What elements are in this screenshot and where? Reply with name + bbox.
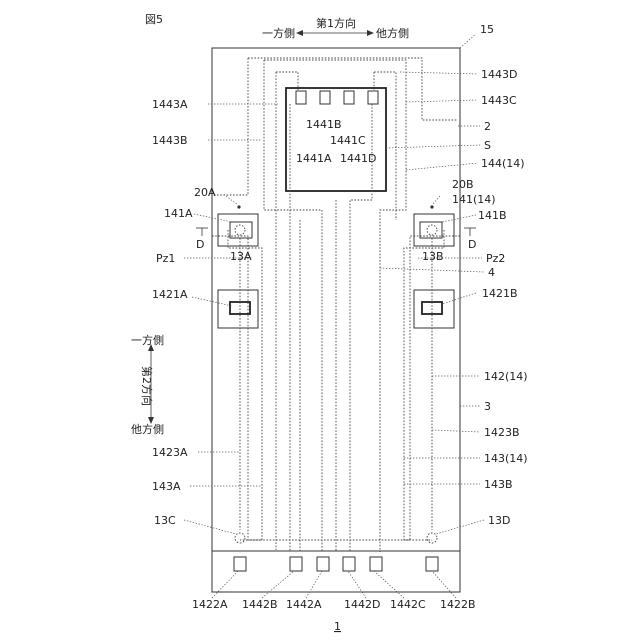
label-20A: 20A — [194, 186, 216, 199]
block-1421A-outer — [218, 290, 258, 328]
page-number: 1 — [334, 620, 341, 633]
label-1442D: 1442D — [344, 598, 380, 611]
direction2-label: 第2方向 — [140, 366, 154, 406]
label-1442C: 1442C — [390, 598, 426, 611]
label-D-left: D — [196, 238, 204, 251]
reference-labels: 15 1443D 1443A 1443C 1441B 2 1443B 1441C… — [152, 23, 528, 611]
wiring-1443D — [374, 72, 396, 220]
label-1441D: 1441D — [340, 152, 376, 165]
label-2: 2 — [484, 120, 491, 133]
terminal-1442C — [370, 557, 382, 571]
sensor-13B — [427, 225, 437, 235]
direction2-other-side: 他方側 — [131, 422, 164, 436]
direction1-one-side: 一方側 — [262, 26, 295, 40]
label-1422B: 1422B — [440, 598, 476, 611]
wiring-143A — [228, 230, 262, 540]
leader-141A — [194, 214, 232, 222]
leader-141B — [442, 215, 476, 222]
leader-1442C — [374, 571, 404, 598]
leader-1423B — [432, 430, 480, 432]
wiring-1443C — [350, 104, 372, 552]
terminal-1442B — [290, 557, 302, 571]
sensor-13A — [235, 225, 245, 235]
label-D-right: D — [468, 238, 476, 251]
direction1-label: 第1方向 — [316, 16, 356, 30]
figure-title: 図5 — [145, 13, 163, 26]
electrode-1441A — [296, 91, 306, 104]
leader-1421B — [442, 293, 476, 304]
label-S: S — [484, 139, 491, 152]
label-1441A: 1441A — [296, 152, 332, 165]
label-1421A: 1421A — [152, 288, 188, 301]
label-143B: 143B — [484, 478, 513, 491]
label-141A: 141A — [164, 207, 193, 220]
leader-1422A — [212, 571, 238, 598]
label-Pz2: Pz2 — [486, 252, 505, 265]
via-13C — [235, 533, 245, 543]
label-4: 4 — [488, 266, 495, 279]
terminal-1442D — [343, 557, 355, 571]
terminal-1442A — [317, 557, 329, 571]
block-1421B-outer — [414, 290, 454, 328]
label-20B: 20B — [452, 178, 474, 191]
label-3: 3 — [484, 400, 491, 413]
direction1-arrowhead-left — [296, 30, 303, 36]
marker-20A — [237, 205, 240, 208]
direction2-indicator: 一方側 他方側 第2方向 — [131, 333, 164, 436]
label-1443B: 1443B — [152, 134, 188, 147]
leader-13C — [184, 520, 236, 534]
leader-1422B — [432, 571, 456, 598]
label-1442A: 1442A — [286, 598, 322, 611]
via-13D — [427, 533, 437, 543]
terminal-1422A — [234, 557, 246, 571]
label-1442B: 1442B — [242, 598, 278, 611]
direction1-arrowhead-right — [367, 30, 374, 36]
leader-1442A — [306, 571, 322, 598]
leader-144 — [406, 163, 478, 170]
label-13B: 13B — [422, 250, 444, 263]
section-mark-right — [464, 228, 476, 236]
label-13A: 13A — [230, 250, 252, 263]
electrode-1441C — [344, 91, 354, 104]
label-1443C: 1443C — [481, 94, 517, 107]
label-141-14: 141(14) — [452, 193, 496, 206]
label-143A: 143A — [152, 480, 181, 493]
wiring-centre-pair — [300, 200, 336, 552]
label-1422A: 1422A — [192, 598, 228, 611]
section-mark-left — [196, 228, 208, 236]
label-1441B: 1441B — [306, 118, 342, 131]
electrode-1441D — [368, 91, 378, 104]
direction2-one-side: 一方側 — [131, 333, 164, 347]
terminal-1422B — [426, 557, 438, 571]
leader-15 — [460, 34, 476, 48]
label-1423A: 1423A — [152, 446, 188, 459]
label-1443A: 1443A — [152, 98, 188, 111]
electrode-1441B — [320, 91, 330, 104]
label-143-14: 143(14) — [484, 452, 528, 465]
marker-20B — [430, 205, 433, 208]
label-141B: 141B — [478, 209, 507, 222]
leader-20A — [226, 196, 238, 205]
leader-20B — [432, 196, 440, 205]
label-144: 144(14) — [481, 157, 525, 170]
label-13C: 13C — [154, 514, 176, 527]
label-Pz1: Pz1 — [156, 252, 175, 265]
label-15: 15 — [480, 23, 494, 36]
direction1-indicator: 第1方向 一方側 他方側 — [262, 16, 409, 40]
leader-S — [386, 145, 480, 148]
leader-1443D — [400, 72, 478, 74]
leader-1442D — [348, 571, 366, 598]
label-1443D: 1443D — [481, 68, 517, 81]
leader-1442B — [262, 571, 294, 598]
wiring-1443A — [276, 72, 298, 550]
label-1421B: 1421B — [482, 287, 518, 300]
label-142-14: 142(14) — [484, 370, 528, 383]
direction1-other-side: 他方側 — [376, 26, 409, 40]
label-1423B: 1423B — [484, 426, 520, 439]
leader-1443C — [406, 100, 478, 102]
label-13D: 13D — [488, 514, 510, 527]
label-1441C: 1441C — [330, 134, 366, 147]
